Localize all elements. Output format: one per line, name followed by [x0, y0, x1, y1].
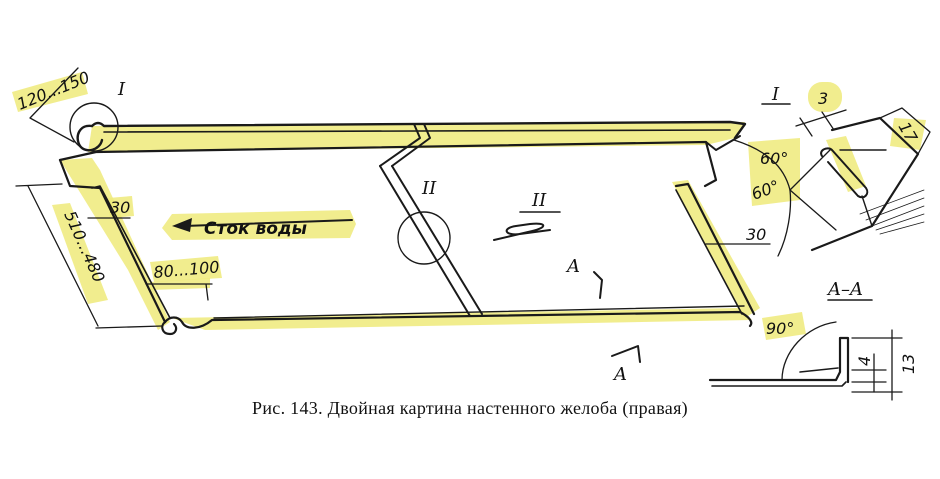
detail-II-circle — [397, 211, 451, 265]
detail-I-fold — [820, 147, 869, 199]
dim-3-label: 3 — [818, 89, 828, 108]
highlight-label-17 — [890, 118, 926, 150]
highlight-label-120 — [12, 72, 88, 112]
section-mark-upper — [593, 271, 603, 299]
dim-80-line — [145, 283, 213, 301]
section-profile-inner — [711, 367, 847, 387]
right-notch — [705, 135, 741, 151]
dim-13-label: 13 — [899, 354, 918, 374]
double-seam-body — [379, 165, 471, 317]
dim-4-label: 4 — [855, 356, 874, 366]
water-flow-arrowhead — [172, 218, 192, 232]
dim-120-line — [29, 67, 79, 143]
highlight-right-fold — [672, 180, 760, 318]
labels-layer: I II I II Сток воды A A A–A 120...150 51… — [14, 67, 921, 385]
section-mark-upper-label: A — [565, 256, 580, 277]
gutter-drawing — [15, 67, 771, 363]
detail-I-mark: I — [117, 79, 126, 100]
highlight-label-80 — [150, 256, 222, 282]
dim-13-line — [851, 329, 903, 401]
section-profile — [708, 336, 850, 384]
right-fold-outer — [674, 182, 756, 316]
dim-510-line — [15, 183, 163, 329]
water-flow-arrow-shaft — [183, 219, 353, 227]
highlight-layer — [12, 72, 926, 340]
dim-30-left-label: 30 — [110, 198, 130, 217]
dim-4-line — [851, 353, 887, 393]
angle-90-arc — [781, 321, 837, 381]
left-fold-outer — [58, 158, 167, 324]
angle-60-ray-bottom — [789, 189, 837, 231]
highlight-label-60 — [748, 138, 800, 206]
highlight-label-510 — [52, 203, 108, 304]
right-fold-inner — [675, 189, 743, 315]
angle-90-label: 90° — [766, 319, 794, 338]
section-mark-lower-label: A — [612, 364, 627, 385]
dim-30-right-label: 30 — [746, 225, 766, 244]
detail-II-title: II — [531, 190, 547, 211]
angle-60-top-label: 60° — [760, 149, 788, 168]
detail-I-hatch — [859, 189, 925, 235]
dim-3-line — [795, 109, 847, 137]
detail-I-circle — [69, 102, 119, 152]
angle-60-ray-top — [789, 149, 831, 191]
bottom-edge-inner — [213, 305, 745, 319]
bottom-edge — [163, 310, 753, 329]
highlight-label-3 — [808, 82, 842, 112]
highlight-label-90 — [762, 312, 806, 340]
water-flow-label: Сток воды — [204, 219, 307, 239]
double-seam-body-b — [391, 165, 483, 315]
double-seam-top — [379, 123, 421, 167]
left-bottom-hook — [161, 320, 178, 336]
left-fold-inner — [91, 185, 171, 319]
angle-60-arc-bottom — [777, 189, 792, 257]
seam-sketch-II — [493, 222, 551, 241]
top-rim-line — [90, 120, 747, 140]
detail-I-view — [733, 103, 931, 257]
section-title: A–A — [826, 279, 863, 300]
highlight-arrow-band — [162, 210, 356, 240]
highlight-left-fold — [60, 158, 170, 330]
section-mark-lower — [611, 345, 641, 363]
section-A-A-view — [708, 299, 903, 401]
double-seam-top-b — [391, 123, 431, 167]
detail-II-mark: II — [421, 178, 437, 199]
angle-60-arc-top — [733, 139, 791, 191]
figure-caption: Рис. 143. Двойная картина настенного жел… — [252, 398, 688, 418]
dim-17-line — [879, 107, 931, 155]
detail-I-title: I — [771, 84, 780, 105]
